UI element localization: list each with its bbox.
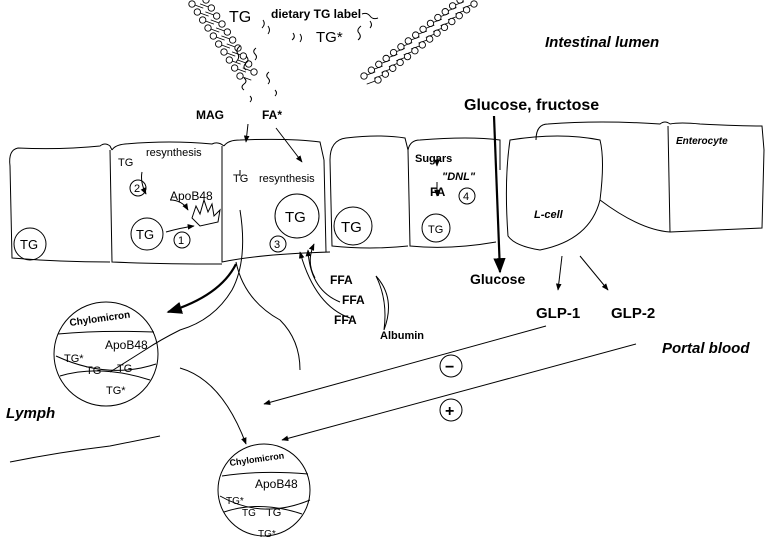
label-tg-resynthesis-b: TG xyxy=(233,173,248,185)
glucose-transport-arrow xyxy=(492,115,506,274)
step-4-circle xyxy=(458,187,476,205)
label-tg-big: TG xyxy=(285,209,306,226)
step-2-circle xyxy=(129,179,147,197)
label-glp2: GLP-2 xyxy=(611,305,655,322)
label-tg-star-top: TG* xyxy=(316,29,343,46)
chylomicron-export-arrow xyxy=(166,263,237,314)
tg-droplet-cell1 xyxy=(13,227,47,261)
label-tg-cell4: TG xyxy=(341,219,362,236)
step-3-circle xyxy=(269,235,287,253)
chylomicron-upper-tg-star-a: TG* xyxy=(64,353,84,365)
chylomicron-upper-tg-a: TG xyxy=(86,365,101,377)
pathway-arrows xyxy=(140,123,637,445)
albumin-shape xyxy=(375,275,389,331)
chylomicron-lower-apob48: ApoB48 xyxy=(255,477,298,491)
label-tg-cell1: TG xyxy=(20,237,38,252)
chylomicron-lower-tg-b: TG xyxy=(266,507,281,519)
label-step-3: 3 xyxy=(274,239,280,251)
label-step-4: 4 xyxy=(463,191,469,203)
stimulation-circle xyxy=(439,398,463,422)
label-tg-cell2: TG xyxy=(136,227,154,242)
label-mag: MAG xyxy=(196,108,224,122)
villi-structure xyxy=(191,198,221,227)
chylomicron-upper: Chylomicron ApoB48 TG* TG TG TG* xyxy=(53,301,159,407)
label-step-2: 2 xyxy=(134,183,140,195)
chylomicron-lower-tg-star-b: TG* xyxy=(258,529,276,540)
label-tg-cell5: TG xyxy=(428,224,443,236)
label-enterocyte: Enterocyte xyxy=(676,136,728,147)
label-resynthesis-a: resynthesis xyxy=(146,147,202,159)
tg-droplet-cell4 xyxy=(333,206,373,246)
chylomicron-lower-tg-star-a: TG* xyxy=(226,496,244,507)
label-dietary-tg: dietary TG label xyxy=(271,7,361,21)
label-ffa-1: FFA xyxy=(330,273,353,287)
fatty-acid-squiggles xyxy=(235,12,379,103)
step-1-circle xyxy=(173,231,191,249)
label-minus: − xyxy=(445,359,454,376)
label-plus: + xyxy=(445,403,454,420)
chylomicron-upper-tg-b: TG xyxy=(117,363,132,375)
label-portal-blood: Portal blood xyxy=(662,340,750,357)
label-step-1: 1 xyxy=(178,235,184,247)
chylomicron-lower: Chylomicron ApoB48 TG* TG TG TG* xyxy=(217,443,311,540)
label-fa-star: FA* xyxy=(262,108,282,122)
label-tg-resynthesis-a: TG xyxy=(118,157,133,169)
label-glp1: GLP-1 xyxy=(536,305,580,322)
tg-droplet-cell2 xyxy=(130,217,164,251)
label-dnl: "DNL" xyxy=(442,171,476,183)
label-fa: FA xyxy=(430,185,446,199)
inhibition-circle xyxy=(439,354,463,378)
tg-droplet-cell5 xyxy=(421,213,451,243)
chylomicron-lower-tg-a: TG xyxy=(242,508,256,519)
label-albumin: Albumin xyxy=(380,330,424,342)
label-ffa-2: FFA xyxy=(342,293,365,307)
chylomicron-upper-apob48: ApoB48 xyxy=(105,338,148,352)
intestinal-wall xyxy=(9,121,765,463)
label-ffa-3: FFA xyxy=(334,313,357,327)
label-lymph: Lymph xyxy=(6,405,55,422)
label-apob48-cell: ApoB48 xyxy=(170,189,213,203)
chylomicron-upper-tg-star-b: TG* xyxy=(106,385,126,397)
label-intestinal-lumen: Intestinal lumen xyxy=(545,34,659,51)
label-tg-top: TG xyxy=(229,9,251,26)
label-glucose-fructose: Glucose, fructose xyxy=(464,97,599,114)
chylomicron-upper-title: Chylomicron xyxy=(69,310,131,329)
lipid-bilayer-micelle xyxy=(188,0,478,85)
tg-droplet-big xyxy=(274,193,320,239)
label-sugars: Sugars xyxy=(415,153,452,165)
label-resynthesis-b: resynthesis xyxy=(259,173,315,185)
label-glucose: Glucose xyxy=(470,271,525,287)
label-l-cell: L-cell xyxy=(534,209,564,221)
